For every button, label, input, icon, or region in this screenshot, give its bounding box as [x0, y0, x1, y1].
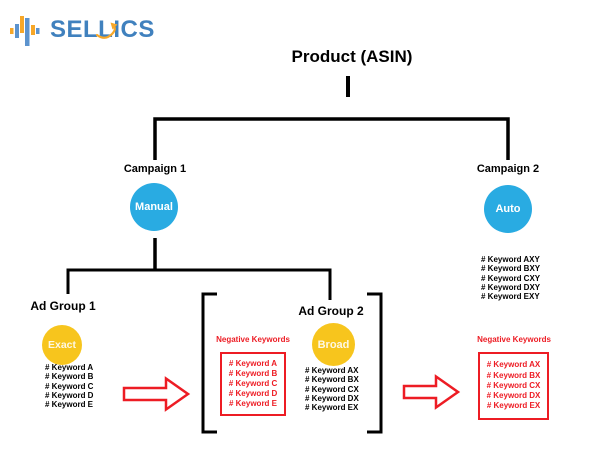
keyword-item: # Keyword DXY [481, 282, 541, 292]
keyword-item: # Keyword CX [305, 384, 359, 394]
negative-keyword-item: # Keyword D [228, 389, 278, 398]
adgroup1-keyword-list: # Keyword A # Keyword B # Keyword C # Ke… [45, 363, 93, 409]
page-title: Product (ASIN) [291, 47, 413, 66]
keyword-item: # Keyword A [45, 363, 94, 372]
keyword-item: # Keyword B [45, 372, 94, 382]
negative-keyword-item: # Keyword A [228, 359, 278, 368]
adgroup2-match-node: Broad [312, 323, 355, 366]
keyword-item: # Keyword DX [305, 393, 359, 403]
keyword-item: # Keyword D [45, 390, 94, 400]
negative-keyword-item: # Keyword CX [486, 380, 541, 390]
adgroup2-label: Ad Group 2 [298, 304, 364, 318]
keyword-item: # Keyword BX [305, 375, 359, 385]
negative-keyword-item: # Keyword E [228, 399, 277, 408]
keyword-item: # Keyword AXY [481, 255, 540, 264]
orange-swoosh-arrow-icon [96, 22, 118, 39]
adgroup1-label: Ad Group 1 [30, 299, 96, 313]
negative-keyword-item: # Keyword AX [486, 360, 541, 370]
campaign1-type-node: Manual [130, 183, 178, 231]
keyword-item: # Keyword AX [305, 366, 359, 375]
keyword-item: # Keyword E [45, 400, 94, 410]
negative-keyword-item: # Keyword BX [486, 370, 541, 380]
keyword-item: # Keyword EX [305, 403, 359, 413]
equalizer-bars-icon [10, 16, 40, 46]
campaign1-label: Campaign 1 [123, 163, 187, 175]
campaign-branch-line [153, 117, 510, 160]
negative-keyword-item: # Keyword C [228, 379, 278, 388]
keyword-item: # Keyword C [45, 381, 94, 391]
negative-keywords-mid-label: Negative Keywords [216, 335, 290, 344]
adgroup1-match-node: Exact [42, 325, 82, 365]
negative-keywords-mid-box: # Keyword A # Keyword B # Keyword C # Ke… [220, 352, 286, 416]
left-bracket [201, 292, 217, 434]
keyword-item: # Keyword CXY [481, 273, 541, 283]
negative-keyword-item: # Keyword DX [486, 391, 541, 401]
negative-keywords-right-label: Negative Keywords [477, 335, 551, 344]
campaign2-label: Campaign 2 [476, 163, 540, 175]
campaign2-keyword-list: # Keyword AXY # Keyword BXY # Keyword CX… [481, 255, 540, 301]
adgroup2-keyword-list: # Keyword AX # Keyword BX # Keyword CX #… [305, 366, 359, 412]
red-block-arrow-left-icon [122, 376, 191, 412]
sellics-logo: SELLICS [10, 12, 155, 48]
negative-keyword-item: # Keyword EX [486, 401, 541, 411]
red-block-arrow-right-icon [402, 374, 461, 410]
campaign2-type-node: Auto [484, 185, 532, 233]
keyword-item: # Keyword BXY [481, 264, 541, 274]
negative-keywords-right-box: # Keyword AX # Keyword BX # Keyword CX #… [478, 352, 549, 420]
negative-keyword-item: # Keyword B [228, 369, 278, 378]
keyword-item: # Keyword EXY [481, 292, 540, 302]
adgroup-branch-line [66, 268, 332, 300]
